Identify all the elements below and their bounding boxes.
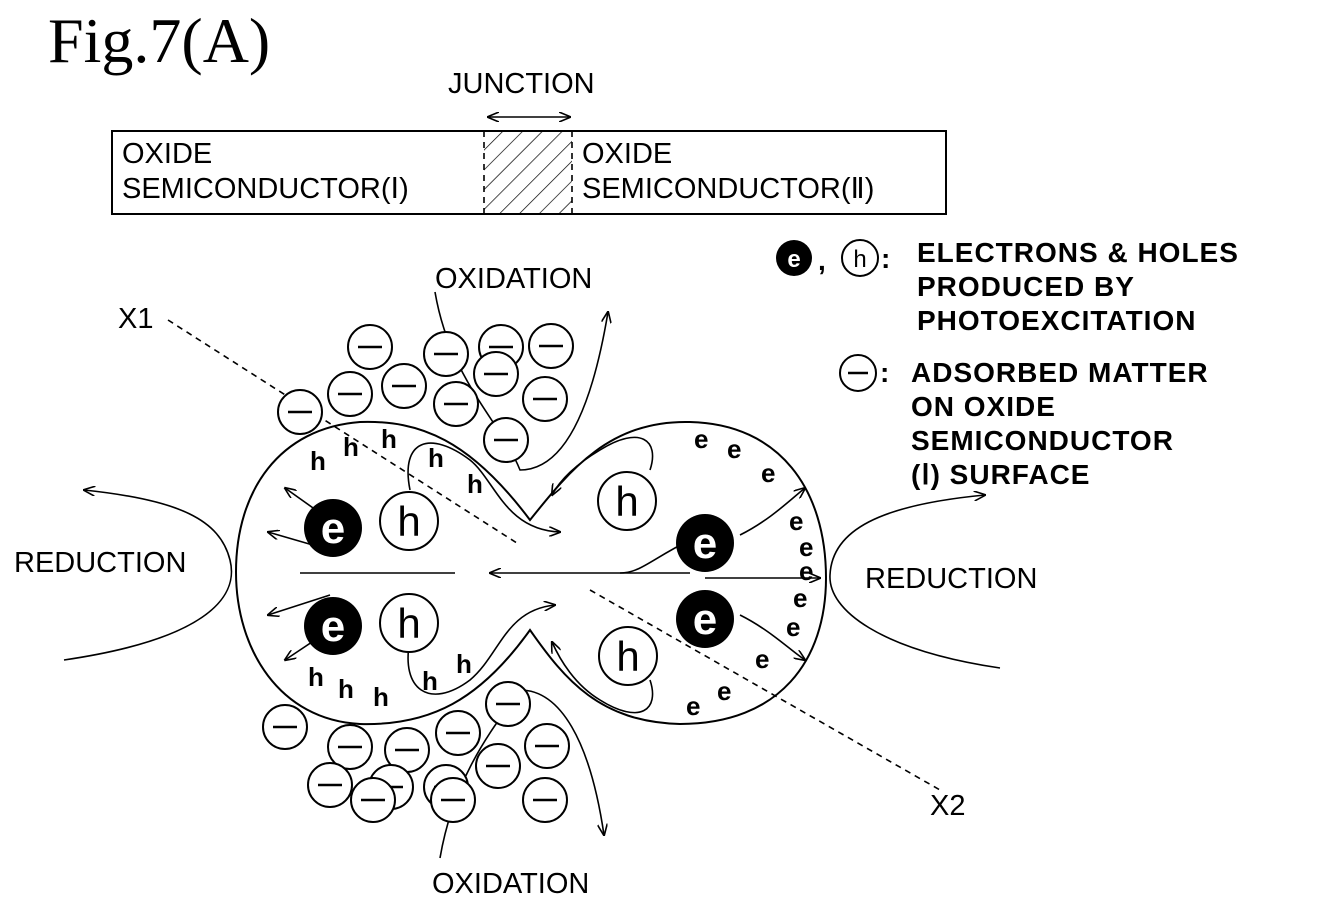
electron-small: e [755, 644, 769, 674]
svg-text:h: h [397, 498, 420, 545]
hole-small: h [467, 469, 483, 499]
axis-line-lower [590, 590, 940, 790]
semiconductor-1-line2: SEMICONDUCTOR(Ⅰ) [122, 173, 409, 205]
adsorbed-molecule [523, 778, 567, 822]
svg-text:e: e [787, 246, 800, 273]
svg-text:e: e [321, 602, 345, 651]
electron-small: e [761, 458, 775, 488]
adsorbed-molecule [529, 324, 573, 368]
reduction-right-label: REDUCTION [865, 563, 1037, 595]
svg-text:h: h [853, 246, 866, 273]
hole-small: h [422, 666, 438, 696]
oxidation-top-label: OXIDATION [435, 263, 592, 295]
adsorbed-cluster-bottom [263, 682, 569, 822]
legend-adsorbed-line: SEMICONDUCTOR [911, 425, 1174, 456]
legend-comma: , [818, 245, 827, 276]
adsorbed-molecule [278, 390, 322, 434]
electron-small: e [694, 424, 708, 454]
electron-small: e [799, 556, 813, 586]
semiconductor-2-line1: OXIDE [582, 138, 672, 170]
adsorbed-molecule [328, 725, 372, 769]
svg-text:h: h [616, 633, 639, 680]
electron-small: e [793, 583, 807, 613]
legend-adsorbed-matter: : ADSORBED MATTER ON OXIDE SEMICONDUCTOR… [840, 355, 1209, 490]
semiconductor-2-line2: SEMICONDUCTOR(Ⅱ) [582, 173, 874, 205]
adsorbed-molecule [484, 418, 528, 462]
adsorbed-molecule [434, 382, 478, 426]
adsorbed-molecule [308, 763, 352, 807]
x1-label: X1 [118, 303, 153, 335]
hole-small: h [428, 443, 444, 473]
adsorbed-molecule [486, 682, 530, 726]
x2-label: X2 [930, 790, 965, 822]
hole-large: h [599, 627, 657, 685]
adsorbed-molecule [424, 332, 468, 376]
svg-text:e: e [693, 519, 717, 568]
adsorbed-molecule [348, 325, 392, 369]
hole-small: h [343, 432, 359, 462]
hole-small: h [310, 446, 326, 476]
electron-small: e [786, 612, 800, 642]
adsorbed-molecule [263, 705, 307, 749]
legend-adsorbed-line: (Ⅰ) SURFACE [911, 459, 1090, 490]
figure-title: Fig.7(A) [48, 5, 270, 76]
svg-text:h: h [615, 478, 638, 525]
adsorbed-molecule [525, 724, 569, 768]
adsorbed-molecule [523, 377, 567, 421]
hole-large: h [598, 472, 656, 530]
adsorbed-molecule [436, 711, 480, 755]
electron-small: e [727, 434, 741, 464]
legend-electrons-holes: e , h : ELECTRONS & HOLES PRODUCED BY PH… [776, 237, 1239, 336]
surface-holes-top: h h h h h [310, 424, 483, 499]
hole-small: h [373, 682, 389, 712]
adsorbed-molecule [382, 364, 426, 408]
legend-adsorbed-separator: : [880, 357, 890, 388]
reduction-left-label: REDUCTION [14, 547, 186, 579]
hole-small: h [381, 424, 397, 454]
junction-bar: JUNCTION OXIDE SEMICONDUCTOR(Ⅰ) OXIDE SE… [112, 68, 946, 214]
electron-large: e [676, 590, 734, 648]
legend-adsorbed-line: ON OXIDE [911, 391, 1056, 422]
surface-holes-bottom: h h h h h [308, 649, 472, 712]
electron-small: e [717, 676, 731, 706]
legend-eh-line: ELECTRONS & HOLES [917, 237, 1239, 268]
adsorbed-molecule [328, 372, 372, 416]
adsorbed-molecule [351, 778, 395, 822]
legend-adsorbed-line: ADSORBED MATTER [911, 357, 1209, 388]
adsorbed-molecule [474, 352, 518, 396]
electron-large: e [304, 499, 362, 557]
svg-text:h: h [397, 600, 420, 647]
hole-small: h [456, 649, 472, 679]
electron-large: e [676, 514, 734, 572]
hole-small: h [308, 662, 324, 692]
legend-eh-line: PHOTOEXCITATION [917, 305, 1196, 336]
svg-text:e: e [321, 504, 345, 553]
junction-label: JUNCTION [448, 68, 595, 100]
legend-eh-separator: : [881, 243, 891, 274]
electron-small: e [686, 691, 700, 721]
adsorbed-molecule [431, 778, 475, 822]
svg-text:e: e [693, 595, 717, 644]
electron-large: e [304, 597, 362, 655]
oxidation-bottom-label: OXIDATION [432, 868, 589, 900]
adsorbed-cluster-top [278, 324, 573, 462]
semiconductor-1-line1: OXIDE [122, 138, 212, 170]
legend-eh-line: PRODUCED BY [917, 271, 1135, 302]
junction-hatch [484, 131, 572, 214]
adsorbed-molecule [476, 744, 520, 788]
hole-large: h [380, 492, 438, 550]
hole-large: h [380, 594, 438, 652]
hole-small: h [338, 674, 354, 704]
